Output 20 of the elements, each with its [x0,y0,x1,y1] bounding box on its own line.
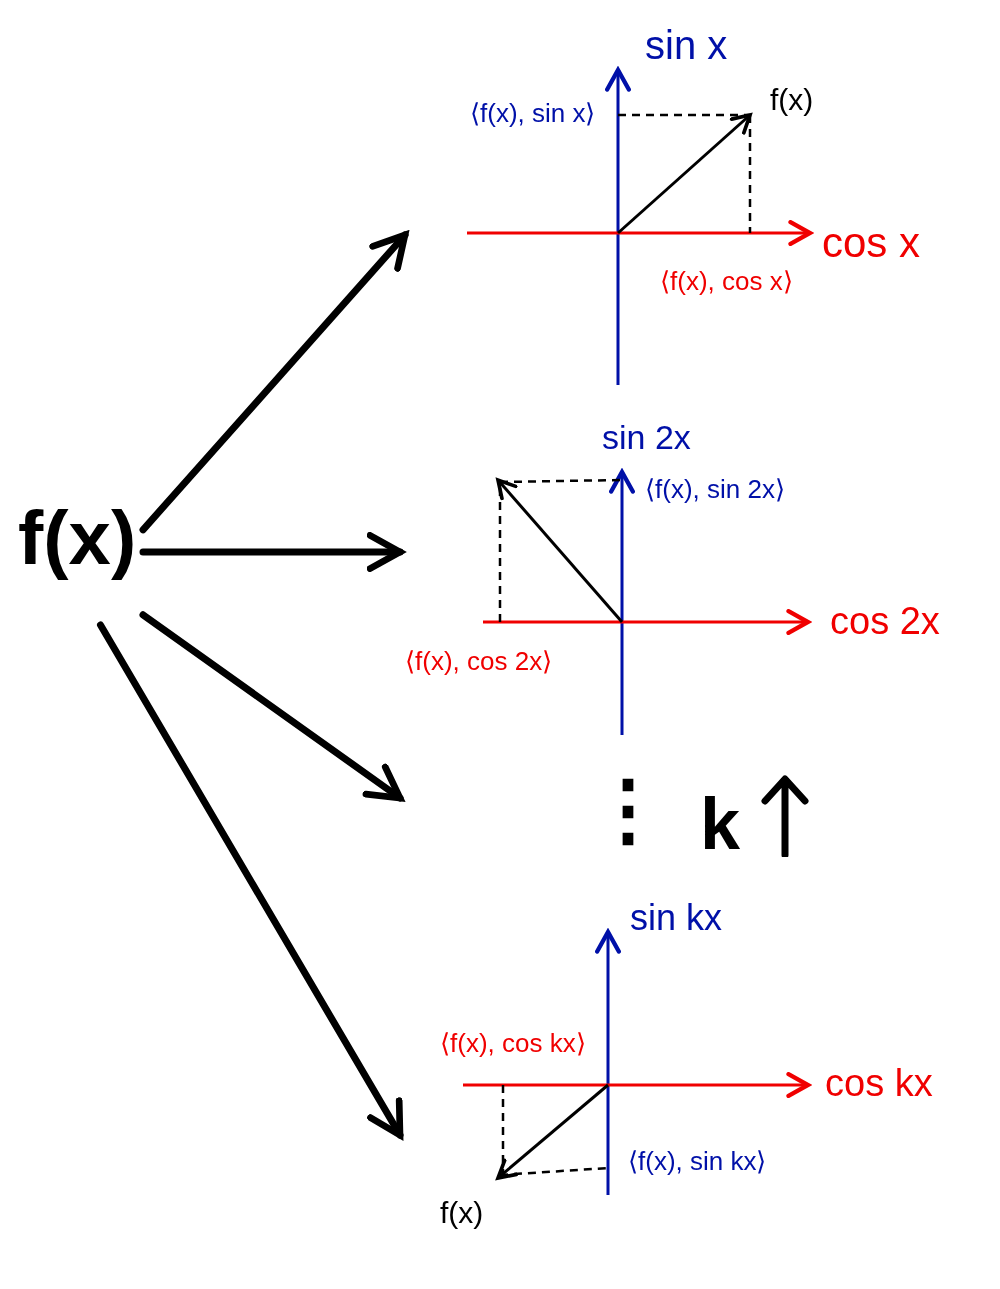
index-label: k [700,788,741,860]
axis-label: cos kx [825,1064,933,1102]
axis-label: sin kx [630,900,723,936]
projection-label: ⟨f(x), cos kx⟩ [440,1030,586,1056]
ellipsis: ⋮ [588,770,668,850]
arrow [139,611,404,802]
projection-label: ⟨f(x), cos 2x⟩ [405,648,553,674]
arrow [139,532,404,572]
axis-label: sin x [645,25,728,65]
arrow [97,621,404,1139]
axis-label: cos 2x [830,602,940,640]
vector-label: f(x) [440,1198,484,1228]
axis-label: sin 2x [602,420,691,454]
projection-label: ⟨f(x), sin kx⟩ [628,1148,767,1174]
vector-label: f(x) [770,85,814,115]
projection-label: ⟨f(x), sin 2x⟩ [645,476,785,502]
projection-label: ⟨f(x), sin x⟩ [470,100,596,126]
axis-label: cos x [822,222,921,264]
arrow [139,231,409,534]
projection-label: ⟨f(x), cos x⟩ [660,268,793,294]
